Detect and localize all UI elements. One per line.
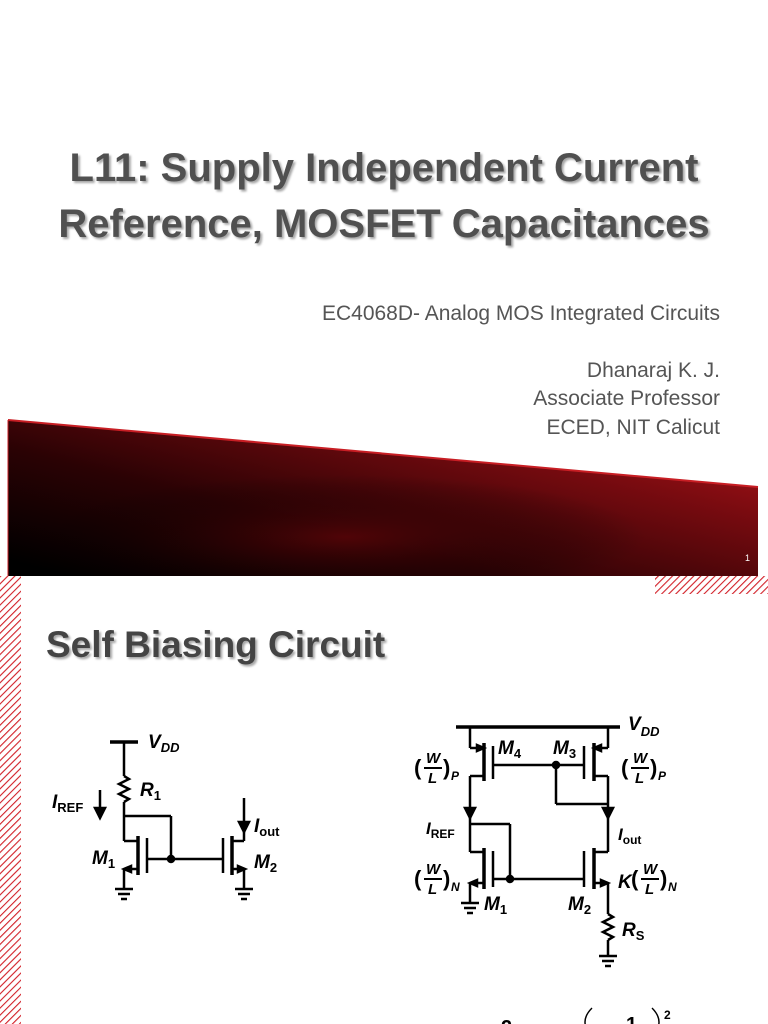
decorative-band (7, 419, 759, 576)
equation-fragment: 2 1 2 (501, 1007, 671, 1024)
svg-text:L: L (635, 770, 644, 787)
svg-text:M1: M1 (92, 848, 115, 871)
svg-text:(: ( (414, 866, 422, 891)
author-name: Dhanaraj K. J. (586, 359, 720, 382)
svg-text:): ) (660, 866, 667, 891)
svg-text:(: ( (631, 866, 639, 891)
title-line-1: L11: Supply Independent Current (69, 146, 699, 190)
svg-text:W: W (633, 750, 649, 767)
svg-text:Iout: Iout (618, 825, 641, 847)
svg-text:M3: M3 (553, 738, 576, 761)
svg-text:1: 1 (626, 1014, 637, 1024)
circuit-diagrams: VDD IREF R1 M1 M2 Iout (52, 714, 677, 1024)
svg-text:N: N (451, 880, 460, 894)
svg-text:): ) (443, 866, 450, 891)
svg-text:W: W (426, 861, 442, 878)
svg-text:IREF: IREF (426, 819, 455, 841)
hatch-decoration (0, 576, 768, 1024)
svg-text:2: 2 (664, 1008, 671, 1022)
svg-text:(: ( (414, 755, 422, 780)
svg-text:2: 2 (501, 1017, 512, 1024)
svg-text:M1: M1 (484, 894, 507, 917)
title-line-2: Reference, MOSFET Capacitances (58, 202, 710, 246)
svg-text:W: W (643, 861, 659, 878)
circuit-basic-reference (92, 740, 253, 901)
svg-text:M4: M4 (498, 738, 522, 761)
svg-text:N: N (668, 880, 677, 894)
svg-text:L: L (428, 770, 437, 787)
svg-text:P: P (451, 769, 460, 783)
slide-title: L11: Supply Independent Current Referenc… (0, 140, 768, 252)
author-affiliation: ECED, NIT Calicut (546, 416, 721, 439)
circuit-self-biasing (456, 725, 620, 968)
svg-text:M2: M2 (254, 852, 277, 875)
page-number: 1 (744, 553, 750, 563)
title-slide: L11: Supply Independent Current Referenc… (0, 140, 768, 576)
content-slide: Self Biasing Circuit (0, 576, 768, 1024)
svg-text:IREF: IREF (52, 792, 83, 815)
course-name: EC4068D- Analog MOS Integrated Circuits (321, 302, 720, 325)
author-position: Associate Professor (533, 387, 720, 410)
svg-text:Iout: Iout (254, 816, 280, 839)
svg-text:R1: R1 (140, 780, 161, 803)
svg-text:M2: M2 (568, 894, 591, 917)
svg-text:P: P (658, 769, 667, 783)
svg-text:): ) (443, 755, 450, 780)
svg-text:VDD: VDD (148, 732, 180, 755)
svg-text:(: ( (621, 755, 629, 780)
svg-text:L: L (428, 881, 437, 898)
svg-text:VDD: VDD (628, 714, 660, 739)
circuit2-labels: VDD M4 M3 IREF Iout M1 M2 RS K ( W L ) P… (414, 714, 677, 943)
circuit1-labels: VDD IREF R1 M1 M2 Iout (52, 732, 280, 875)
svg-text:RS: RS (622, 920, 645, 943)
svg-text:L: L (645, 881, 654, 898)
svg-text:W: W (426, 750, 442, 767)
svg-text:K: K (618, 872, 633, 893)
slide-title: Self Biasing Circuit (46, 624, 386, 665)
svg-text:): ) (650, 755, 657, 780)
